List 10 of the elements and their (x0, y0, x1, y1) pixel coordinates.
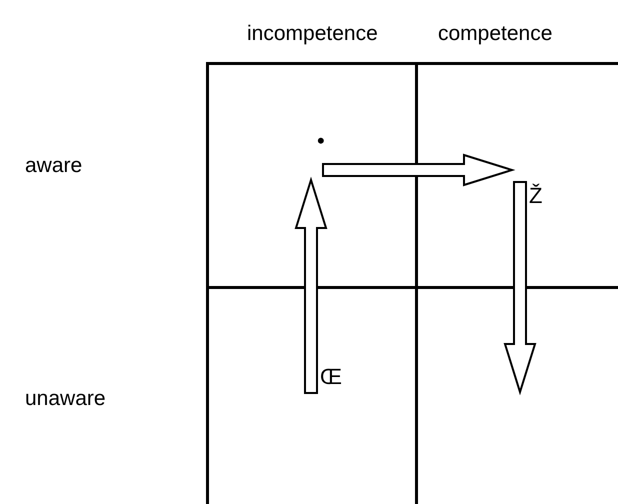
step-number: • (317, 130, 325, 152)
column-header: competence (438, 23, 552, 44)
block-arrow (504, 181, 536, 396)
step-number: Œ (320, 366, 342, 388)
row-header: unaware (25, 388, 106, 409)
row-header: aware (25, 155, 82, 176)
block-arrow (294, 176, 328, 394)
block-arrow (322, 154, 516, 186)
column-header: incompetence (247, 23, 378, 44)
step-number: Ž (529, 185, 542, 207)
